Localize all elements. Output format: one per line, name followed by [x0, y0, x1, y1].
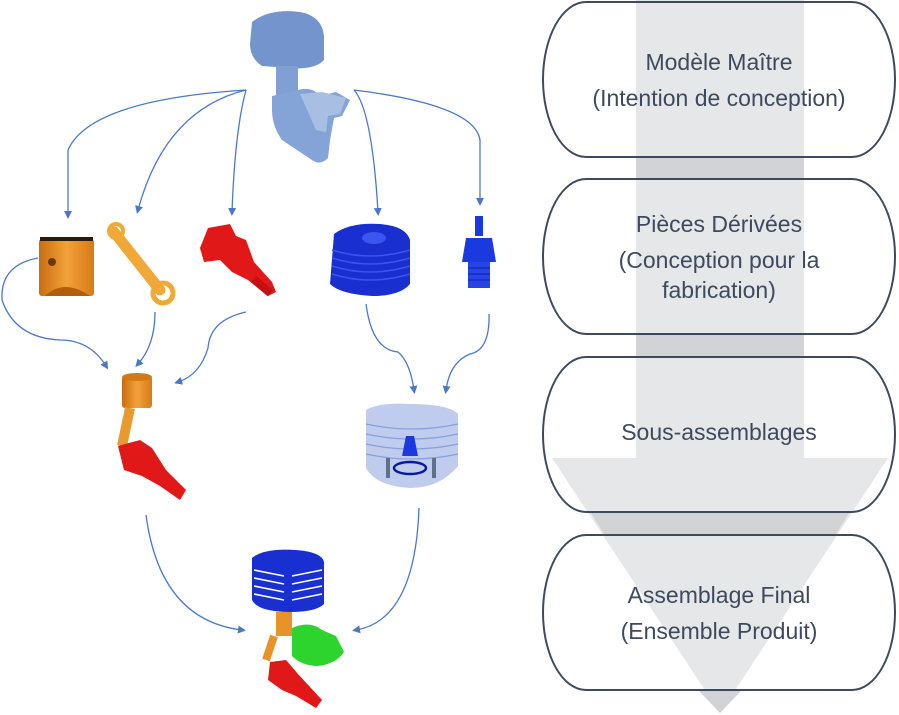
engine-assembly-icon	[252, 549, 344, 708]
connector	[174, 311, 247, 385]
stage-final-assembly: Assemblage Final (Ensemble Produit)	[542, 534, 896, 691]
flow-arrow-gap	[699, 691, 741, 713]
connector	[353, 89, 382, 216]
stage-subtitle: (Intention de conception)	[592, 84, 846, 111]
glow-plug-icon	[462, 216, 496, 288]
cylinder-head-icon	[330, 223, 411, 296]
connector	[1, 257, 109, 370]
connector	[135, 89, 247, 214]
stage-title: Sous-assemblages	[621, 418, 817, 445]
connecting-rod-icon	[107, 222, 176, 306]
master-model-icon	[250, 11, 350, 163]
stage-title: Modèle Maître	[645, 48, 793, 75]
stage-subtitle: (Conception pour la fabrication)	[618, 246, 820, 303]
connector	[135, 311, 156, 367]
part-hierarchy	[1, 11, 496, 708]
crankshaft-icon	[200, 224, 276, 297]
connector	[365, 303, 418, 394]
stage-title: Assemblage Final	[627, 581, 811, 608]
flow-arrow-gap	[636, 158, 804, 178]
connector	[442, 313, 490, 394]
stage-subtitle: (Ensemble Produit)	[620, 617, 818, 644]
piston-icon	[39, 237, 94, 296]
connector	[64, 89, 247, 219]
flow-arrow-gap	[591, 513, 849, 534]
connector	[145, 514, 246, 634]
connector	[352, 507, 420, 634]
piston-rod-crank-assembly-icon	[117, 373, 186, 500]
stage-master-model: Modèle Maître (Intention de conception)	[542, 1, 896, 158]
head-plug-assembly-icon	[365, 403, 459, 488]
connector	[228, 89, 247, 216]
stage-subassemblies: Sous-assemblages	[542, 356, 896, 513]
connector	[353, 89, 484, 206]
stage-derived-parts: Pièces Dérivées (Conception pour la fabr…	[542, 178, 896, 335]
stage-title: Pièces Dérivées	[635, 210, 803, 237]
flow-arrow-gap	[636, 335, 804, 356]
